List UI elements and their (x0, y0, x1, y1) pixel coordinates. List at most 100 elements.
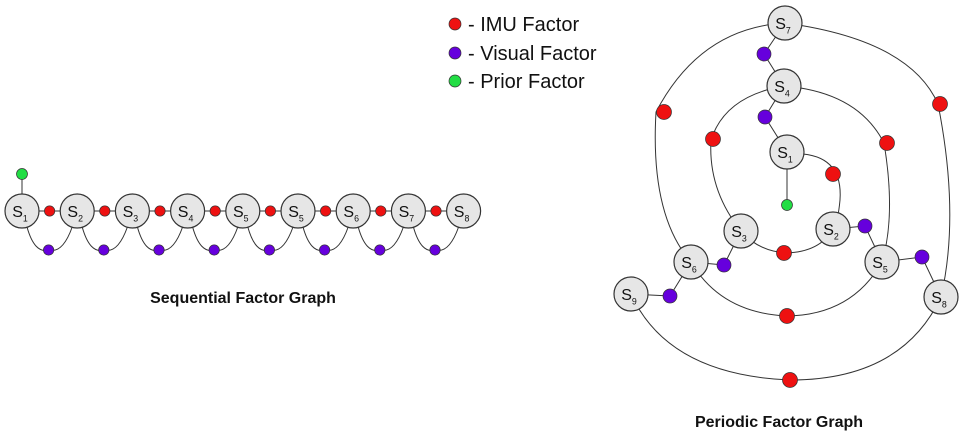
imu-factor (99, 205, 111, 217)
state-circle (114, 193, 150, 229)
state-circle (280, 193, 316, 229)
legend-prior-label: - Prior Factor (468, 71, 585, 93)
state-subscript: 7 (409, 214, 414, 224)
state-node: S2 (59, 193, 95, 229)
state-node: S7 (767, 5, 803, 41)
imu-factor (154, 205, 166, 217)
visual-factor (662, 288, 678, 304)
imu-factor (825, 166, 841, 182)
state-main-text: S (12, 204, 23, 221)
visual-factor (716, 257, 732, 273)
state-node: S9 (613, 276, 649, 312)
imu-factor (779, 308, 795, 324)
state-main-text: S (872, 255, 883, 272)
visual-factor (98, 244, 110, 256)
state-label: S6 (681, 255, 697, 274)
state-main-text: S (233, 204, 244, 221)
imu-factor (782, 372, 798, 388)
state-circle (723, 213, 759, 249)
imu-factor (932, 96, 948, 112)
state-label: S4 (774, 79, 790, 98)
state-label: S3 (123, 204, 139, 223)
state-main-text: S (777, 145, 788, 162)
state-label: S4 (178, 204, 194, 223)
state-circle (769, 134, 805, 170)
visual-factor (756, 46, 772, 62)
state-main-text: S (774, 79, 785, 96)
state-circle (335, 193, 371, 229)
state-main-text: S (681, 255, 692, 272)
legend-visual-dot (448, 46, 462, 60)
state-circle (4, 193, 40, 229)
state-circle (446, 193, 482, 229)
state-circle (864, 244, 900, 280)
state-subscript: 2 (78, 214, 83, 224)
state-subscript: 6 (692, 265, 697, 275)
state-circle (673, 244, 709, 280)
state-subscript: 5 (244, 214, 249, 224)
state-circle (923, 279, 959, 315)
state-label: S5 (233, 204, 249, 223)
visual-factor (857, 218, 873, 234)
graph-edge (630, 293, 942, 381)
state-subscript: 2 (834, 232, 839, 242)
imu-factor (320, 205, 332, 217)
legend-visual-label: - Visual Factor (468, 43, 597, 65)
state-subscript: 9 (632, 297, 637, 307)
state-label: S5 (872, 255, 888, 274)
visual-factor (429, 244, 441, 256)
state-node: S2 (815, 211, 851, 247)
state-label: S6 (343, 204, 359, 223)
state-label: S2 (823, 222, 839, 241)
state-node: S1 (4, 193, 40, 229)
state-node: S4 (766, 68, 802, 104)
state-label: S1 (12, 204, 28, 223)
imu-factor (705, 131, 721, 147)
imu-factor (209, 205, 221, 217)
visual-factor (43, 244, 55, 256)
visual-factor (319, 244, 331, 256)
state-circle (59, 193, 95, 229)
prior-factor (781, 199, 793, 211)
state-main-text: S (454, 204, 465, 221)
visual-factor (153, 244, 165, 256)
state-circle (225, 193, 261, 229)
state-subscript: 4 (785, 89, 790, 99)
state-circle (766, 68, 802, 104)
state-main-text: S (343, 204, 354, 221)
state-subscript: 7 (786, 26, 791, 36)
state-label: S1 (777, 145, 793, 164)
state-subscript: 8 (942, 300, 947, 310)
sequential-caption: Sequential Factor Graph (150, 290, 336, 307)
imu-factor (264, 205, 276, 217)
state-circle (767, 5, 803, 41)
legend-prior-dot (448, 74, 462, 88)
state-node: S6 (673, 244, 709, 280)
state-node: S3 (723, 213, 759, 249)
state-circle (390, 193, 426, 229)
visual-factor (914, 249, 930, 265)
state-main-text: S (67, 204, 78, 221)
state-subscript: 1 (788, 155, 793, 165)
imu-factor (879, 135, 895, 151)
legend-imu-label: - IMU Factor (468, 14, 579, 36)
periodic-caption: Periodic Factor Graph (695, 414, 863, 431)
state-label: S7 (775, 16, 791, 35)
state-node: S8 (446, 193, 482, 229)
state-label: S2 (67, 204, 83, 223)
state-subscript: 8 (464, 214, 469, 224)
visual-factor (208, 244, 220, 256)
state-label: S5 (288, 204, 304, 223)
state-label: S9 (621, 287, 637, 306)
sequential-factors (16, 168, 442, 256)
state-subscript: 1 (23, 214, 28, 224)
state-circle (815, 211, 851, 247)
state-circle (613, 276, 649, 312)
state-main-text: S (931, 290, 942, 307)
state-label: S8 (931, 290, 947, 309)
